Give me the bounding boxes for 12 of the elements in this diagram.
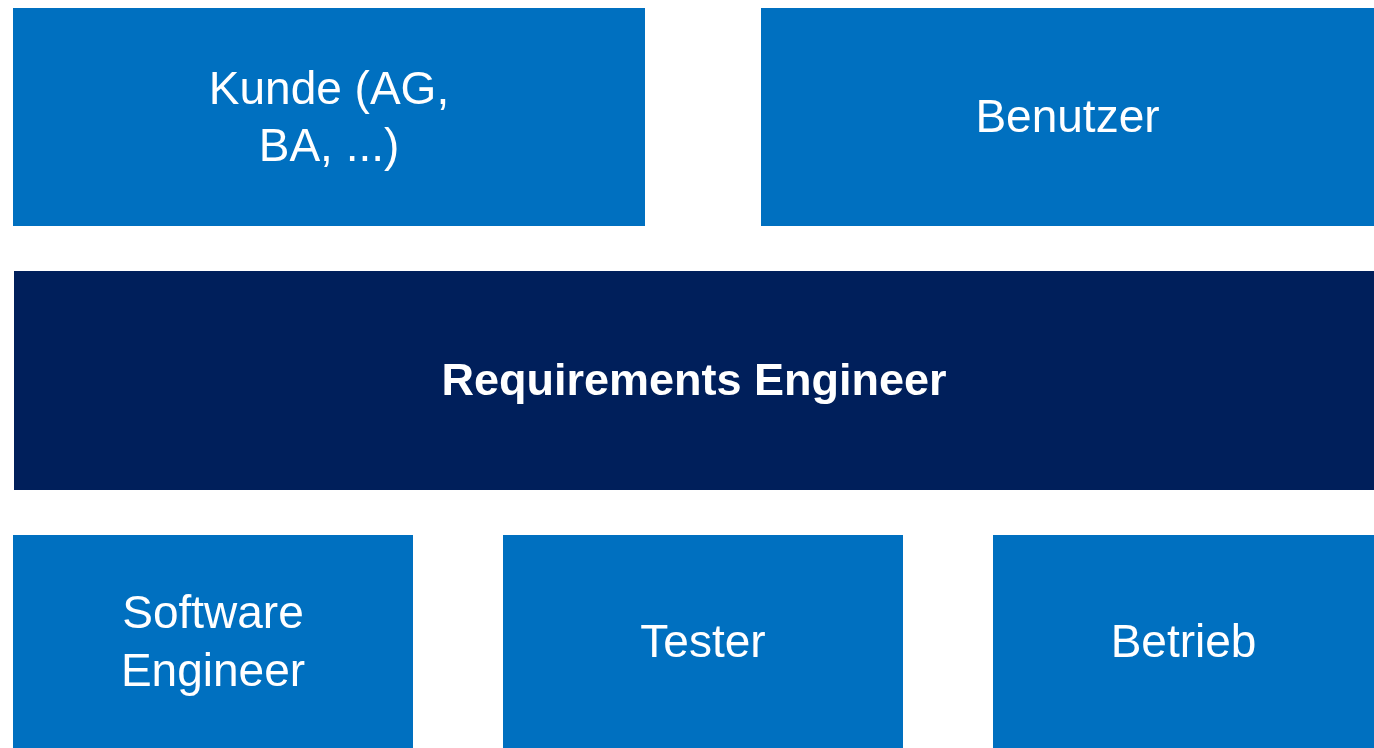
role-label: Kunde (AG, BA, ...) (207, 60, 451, 173)
role-box (13, 535, 413, 748)
role-box (14, 271, 1374, 490)
role-label: Requirements Engineer (441, 353, 947, 408)
role-label: Betrieb (1110, 613, 1257, 669)
role-label: Tester (640, 613, 766, 669)
role-label: Benutzer (975, 89, 1160, 145)
role-box (13, 8, 645, 226)
role-label: Software Engineer (119, 585, 307, 698)
role-box (993, 535, 1374, 748)
role-box (503, 535, 903, 748)
role-box (761, 8, 1374, 226)
